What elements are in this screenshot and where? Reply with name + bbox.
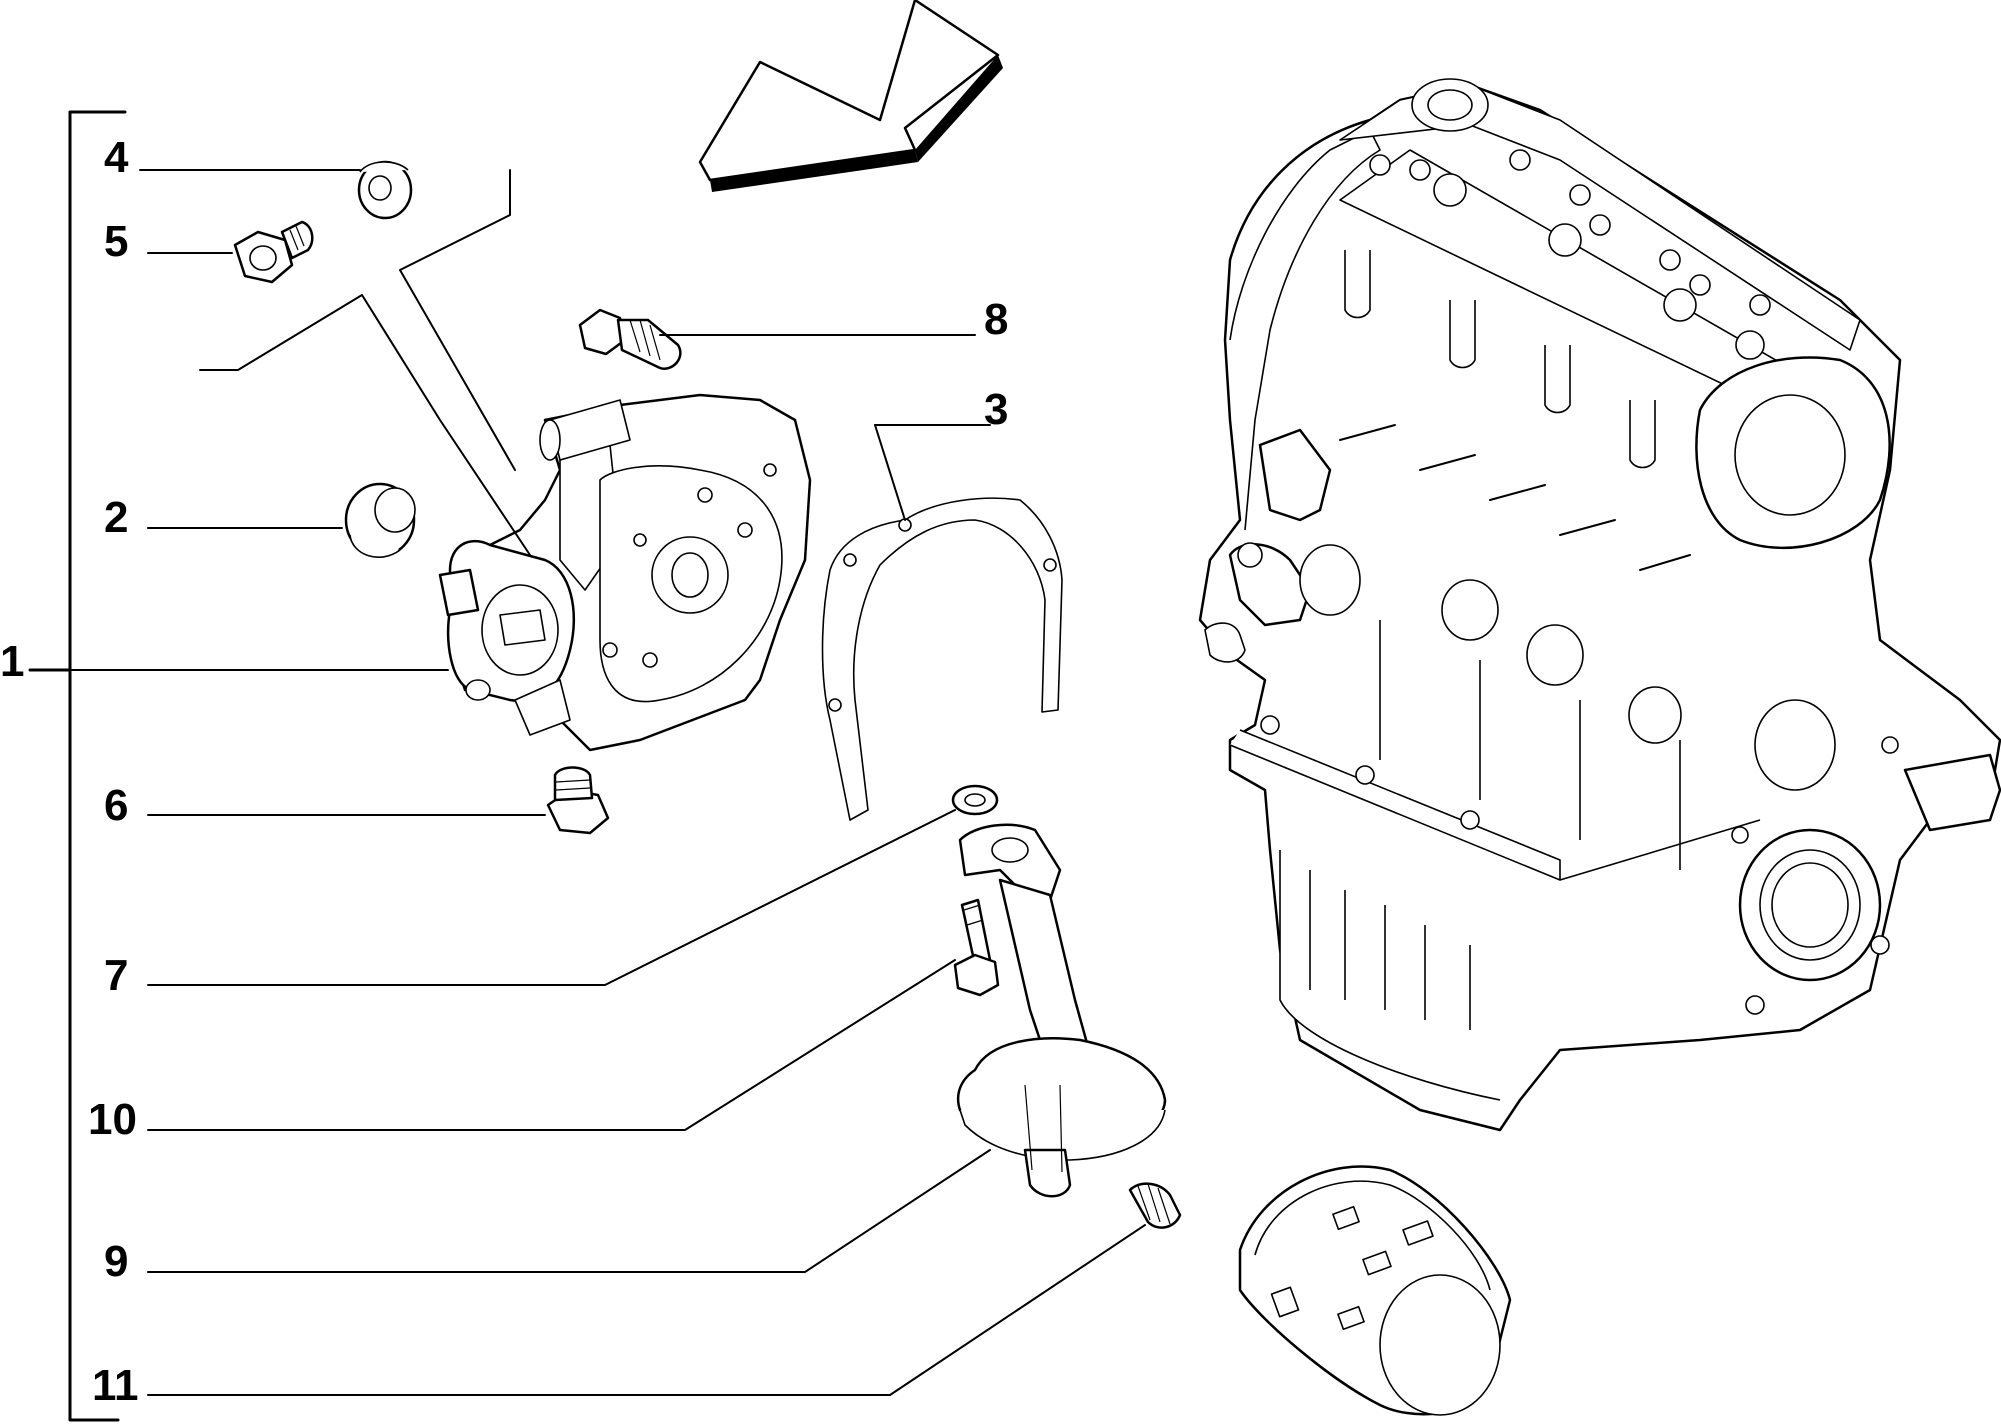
stud-part <box>1128 1182 1182 1229</box>
callout-labels: 4 5 2 1 6 7 10 9 11 8 3 <box>0 133 1008 1410</box>
callout-7: 7 <box>104 951 128 1000</box>
gasket-part <box>821 497 1063 821</box>
callout-2: 2 <box>104 493 128 542</box>
oil-seal-part <box>344 482 416 559</box>
engine-block <box>1198 78 2001 1132</box>
callout-5: 5 <box>104 217 128 266</box>
callout-10: 10 <box>88 1095 137 1144</box>
pressure-sensor-part <box>578 308 682 370</box>
callout-1: 1 <box>0 637 24 686</box>
callout-6: 6 <box>104 781 128 830</box>
drain-plug-part <box>546 766 610 835</box>
direction-arrow-icon <box>698 0 1003 192</box>
oil-filter-part <box>1238 1165 1512 1416</box>
leader-lines <box>69 169 1146 1396</box>
oil-strainer-part <box>956 823 1167 1198</box>
seal-ring-part <box>357 160 413 220</box>
strainer-bolt-part <box>953 898 1000 997</box>
callout-11: 11 <box>92 1361 139 1410</box>
callout-4: 4 <box>104 133 129 182</box>
bolt-part <box>233 220 314 284</box>
assembly-bracket <box>28 110 127 1422</box>
callout-8: 8 <box>984 295 1008 344</box>
callout-3: 3 <box>984 385 1008 434</box>
oil-pump-part <box>438 393 812 752</box>
callout-9: 9 <box>104 1237 128 1286</box>
washer-part <box>951 784 999 816</box>
